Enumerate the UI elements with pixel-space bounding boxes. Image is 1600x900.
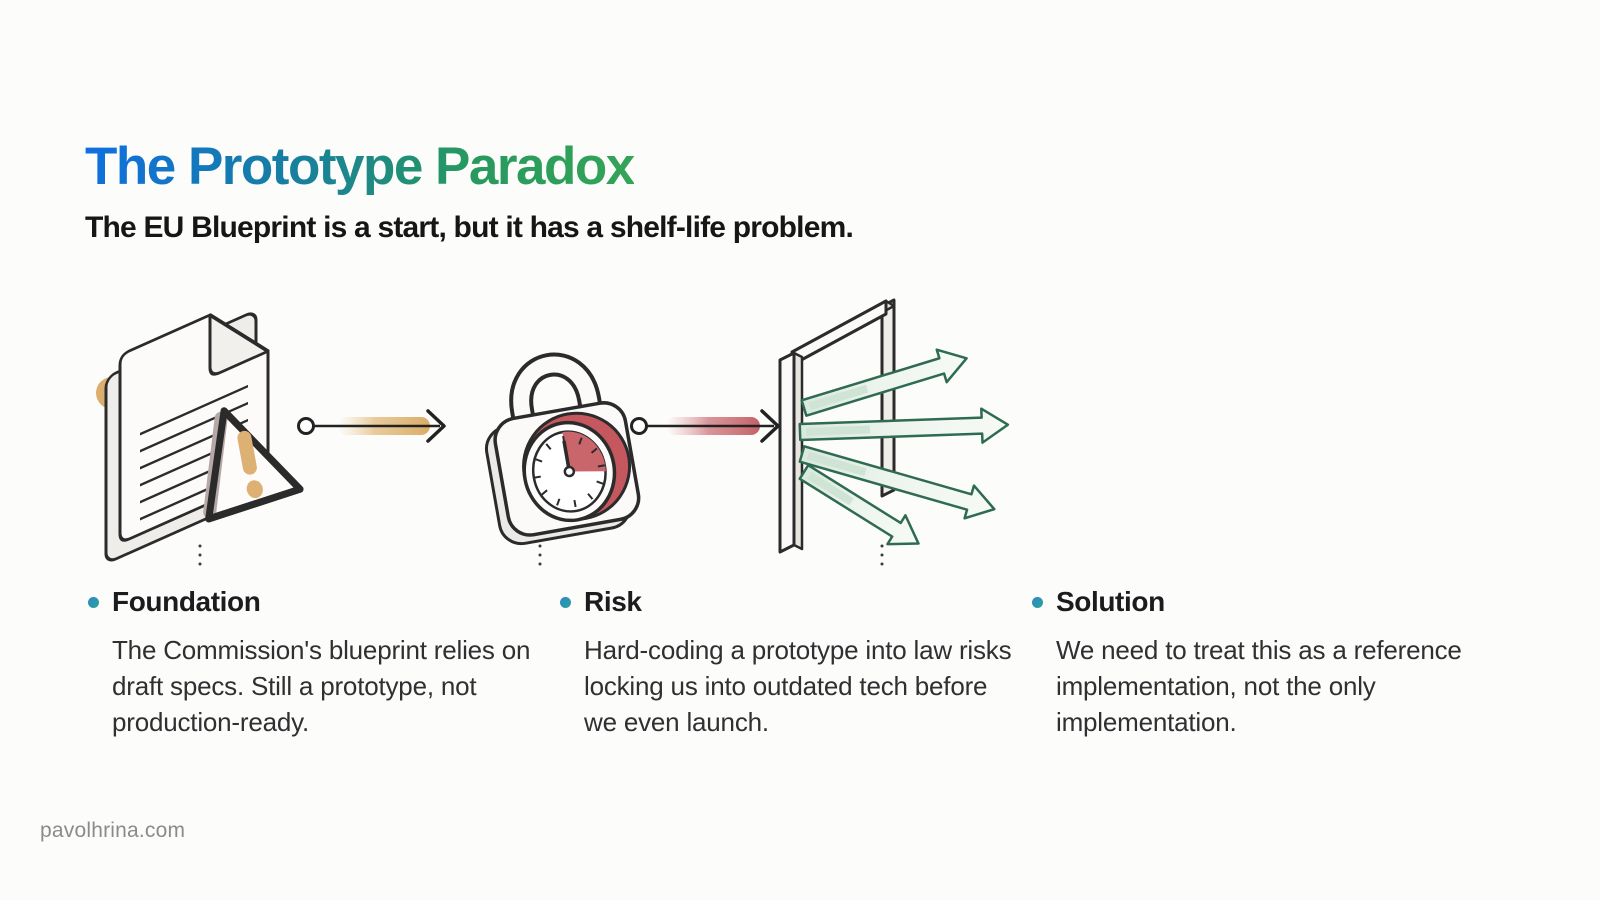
illustration-svg: [96, 298, 1010, 568]
bullet-icon: [1032, 596, 1043, 608]
column-body: The Commission's blueprint relies on dra…: [112, 635, 531, 737]
column-heading: Solution: [1056, 586, 1165, 617]
column-heading: Foundation: [112, 586, 261, 617]
document-warning-icon: [96, 312, 304, 568]
subtitle: The EU Blueprint is a start, but it has …: [85, 211, 854, 244]
lock-clock-icon: [484, 352, 641, 568]
page-title: The Prototype Paradox: [85, 138, 634, 196]
key-points: Foundation The Commission's blueprint re…: [88, 586, 1538, 766]
bullet-icon: [88, 596, 99, 608]
column-heading: Risk: [584, 586, 642, 617]
red-arrow-connector: [630, 409, 780, 443]
door-arrows-icon: [778, 298, 1010, 568]
title-part-teal: Prototype: [187, 137, 436, 196]
column-body: We need to treat this as a reference imp…: [1056, 635, 1462, 737]
title-part-blue: The: [85, 137, 188, 196]
column-solution: Solution We need to treat this as a refe…: [1032, 586, 1492, 740]
branching-arrows: [798, 348, 1010, 546]
column-foundation: Foundation The Commission's blueprint re…: [88, 586, 548, 740]
bullet-icon: [560, 596, 571, 608]
title-part-green: Paradox: [435, 137, 634, 196]
gold-arrow-connector: [297, 409, 446, 443]
illustration: [88, 268, 1028, 568]
column-body: Hard-coding a prototype into law risks l…: [584, 635, 1012, 737]
footer-url: pavolhrina.com: [40, 819, 186, 842]
column-risk: Risk Hard-coding a prototype into law ri…: [560, 586, 1020, 740]
warning-triangle-icon: [203, 407, 304, 523]
